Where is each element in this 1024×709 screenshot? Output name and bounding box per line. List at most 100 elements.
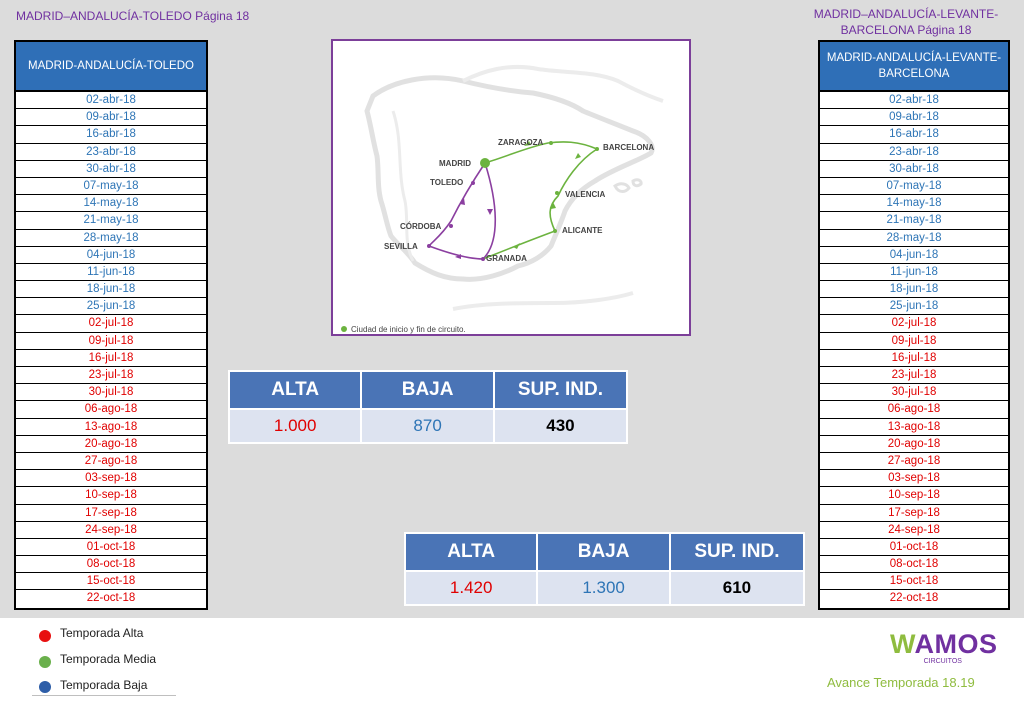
alicante-label: ALICANTE: [562, 226, 603, 235]
date-row: 23-jul-18: [16, 367, 206, 385]
header-alta: ALTA: [227, 370, 363, 410]
right-table-header: MADRID-ANDALUCÍA-LEVANTE-BARCELONA: [820, 42, 1008, 92]
date-row: 17-sep-18: [820, 505, 1008, 522]
alicante-marker: [553, 229, 557, 233]
zaragoza-label: ZARAGOZA: [498, 138, 544, 147]
date-row: 23-abr-18: [16, 144, 206, 161]
temporada-media-dot: [39, 656, 51, 668]
sevilla-marker: [427, 244, 431, 248]
granada-label: GRANADA: [486, 254, 527, 263]
madrid-marker: [480, 158, 490, 168]
date-row: 01-oct-18: [16, 539, 206, 557]
date-row: 13-ago-18: [16, 419, 206, 436]
left-page-title: MADRID–ANDALUCÍA-TOLEDO Página 18: [16, 9, 250, 23]
green-arrow-3: [575, 153, 581, 159]
price-sup-ind: 610: [668, 570, 806, 606]
date-row: 01-oct-18: [820, 539, 1008, 557]
date-row: 24-sep-18: [820, 522, 1008, 539]
date-row: 22-oct-18: [889, 592, 939, 605]
date-row: 18-jun-18: [16, 281, 206, 299]
date-row: 08-oct-18: [820, 556, 1008, 574]
date-row: 14-may-18: [820, 195, 1008, 213]
date-row: 20-ago-18: [16, 436, 206, 453]
price-baja: 870: [360, 408, 495, 444]
date-row: 02-abr-18: [16, 92, 206, 110]
date-row: 09-jul-18: [16, 333, 206, 350]
purple-arrow-2: [455, 254, 461, 259]
date-row: 04-jun-18: [16, 247, 206, 264]
date-row: 07-may-18: [820, 178, 1008, 196]
date-row: 17-sep-18: [16, 505, 206, 522]
date-row: 23-jul-18: [820, 367, 1008, 385]
date-row: 18-jun-18: [820, 281, 1008, 299]
temporada-alta-dot: [39, 630, 51, 642]
logo-w: W: [890, 629, 915, 659]
granada-marker: [481, 257, 485, 261]
right-dates-table: MADRID-ANDALUCÍA-LEVANTE-BARCELONA 02-ab…: [818, 40, 1010, 610]
iberia-map-svg: ZARAGOZA MADRID BARCELONA TOLEDO VALENCI…: [341, 64, 664, 334]
date-row: 28-may-18: [820, 230, 1008, 247]
cordoba-marker: [449, 224, 453, 228]
date-row: 10-sep-18: [820, 487, 1008, 505]
price-sup-ind: 430: [492, 408, 629, 444]
header-alta: ALTA: [403, 532, 539, 572]
logo-text: AMOS: [914, 629, 998, 659]
date-row: 21-may-18: [820, 212, 1008, 230]
date-row: 03-sep-18: [820, 470, 1008, 488]
date-row: 08-oct-18: [16, 556, 206, 574]
date-row: 25-jun-18: [16, 298, 206, 316]
temporada-media-label: Temporada Media: [60, 652, 157, 666]
green-arrow-1: [513, 243, 520, 249]
date-row: 23-abr-18: [820, 144, 1008, 161]
date-row: 30-abr-18: [16, 161, 206, 178]
date-row: 22-oct-18: [86, 592, 136, 605]
valencia-label: VALENCIA: [565, 190, 606, 199]
green-route: [482, 141, 599, 260]
date-row: 24-sep-18: [16, 522, 206, 539]
date-row: 14-may-18: [16, 195, 206, 213]
date-row: 07-may-18: [16, 178, 206, 196]
green-arrow-2: [551, 202, 556, 209]
header-sup-ind: SUP. IND.: [492, 370, 629, 410]
date-row: 30-jul-18: [820, 384, 1008, 402]
logo-subtitle: CIRCUITOS: [923, 658, 962, 665]
purple-arrow-1: [460, 198, 465, 205]
tagline: Avance Temporada 18.19: [827, 675, 975, 690]
africa-coast: [452, 291, 634, 311]
price-baja: 1.300: [536, 570, 671, 606]
temporada-baja-dot: [39, 681, 51, 693]
date-row: 04-jun-18: [820, 247, 1008, 264]
peninsula-outline: [364, 75, 655, 282]
date-row: 06-ago-18: [820, 401, 1008, 419]
date-row: 09-jul-18: [820, 333, 1008, 350]
date-row: 02-abr-18: [820, 92, 1008, 110]
madrid-label: MADRID: [439, 159, 471, 168]
date-row: 03-sep-18: [16, 470, 206, 488]
date-row: 02-jul-18: [820, 315, 1008, 333]
date-row: 16-jul-18: [16, 350, 206, 367]
cordoba-label: CÓRDOBA: [400, 222, 442, 231]
green-arrow-4: [524, 141, 531, 146]
date-row: 30-jul-18: [16, 384, 206, 402]
toledo-marker: [471, 181, 475, 185]
date-row: 25-jun-18: [820, 298, 1008, 316]
date-row: 02-jul-18: [16, 315, 206, 333]
portugal-border: [391, 110, 415, 262]
left-table-header: MADRID-ANDALUCÍA-TOLEDO: [16, 42, 206, 92]
map-legend-label: Ciudad de inicio y fin de circuito.: [351, 325, 466, 334]
date-row: 11-jun-18: [820, 264, 1008, 282]
balearic-islands: [613, 178, 643, 193]
purple-route-return: [428, 162, 497, 260]
france-coast: [462, 64, 664, 103]
purple-route: [428, 162, 486, 247]
temporada-alta-label: Temporada Alta: [60, 626, 144, 640]
date-row: 10-sep-18: [16, 487, 206, 505]
date-row: 27-ago-18: [16, 453, 206, 471]
date-row: 11-jun-18: [16, 264, 206, 282]
barcelona-label: BARCELONA: [603, 143, 654, 152]
date-row: 21-may-18: [16, 212, 206, 230]
date-row: 16-abr-18: [820, 126, 1008, 144]
